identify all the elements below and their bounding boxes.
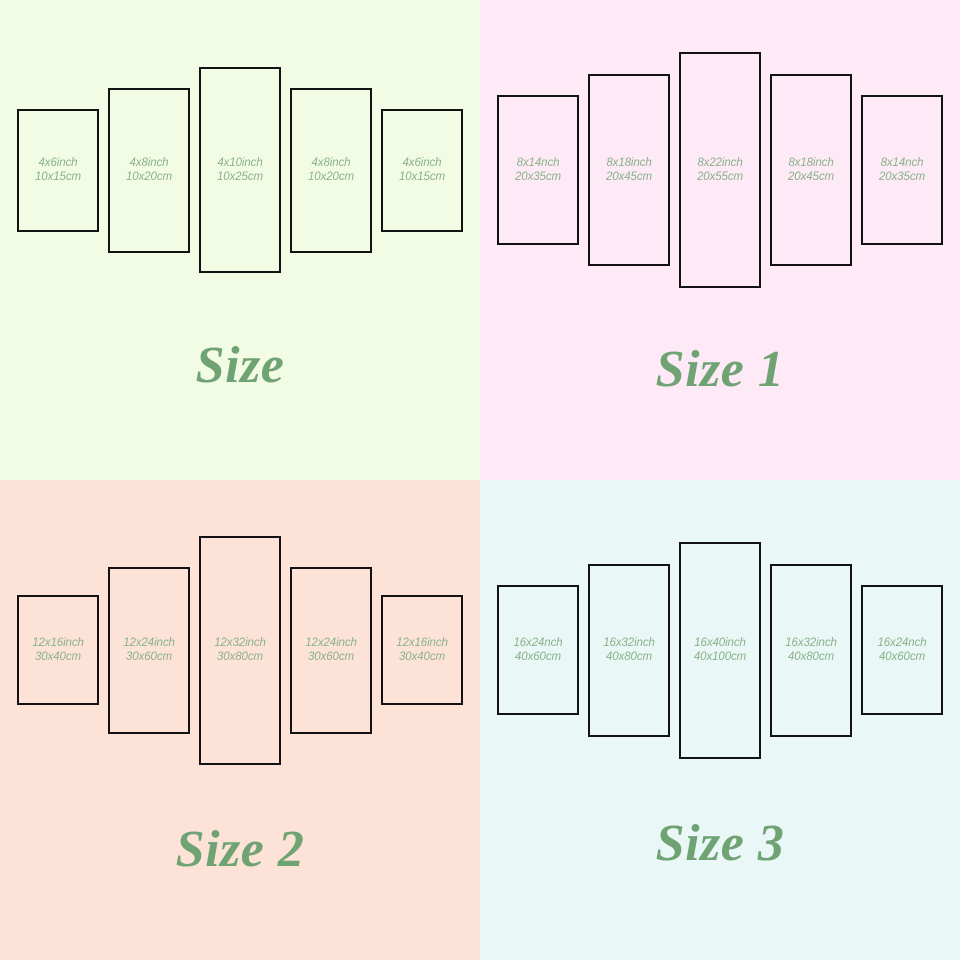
canvas-panel[interactable]: 4x10inch 10x25cm [199, 67, 281, 273]
canvas-panel[interactable]: 12x16inch 30x40cm [381, 595, 463, 705]
panel-size-cm: 30x40cm [399, 651, 445, 663]
panel-size-inch: 8x14nch [880, 156, 924, 169]
size-variant-0: 4x6inch 10x15cm 4x8inch 10x20cm 4x10inch 10x2… [0, 0, 480, 480]
panel-cluster: 4x6inch 10x15cm 4x8inch 10x20cm 4x10inch 10x2… [0, 0, 480, 340]
panel-size-inch: 12x16inch [32, 636, 84, 649]
canvas-panel[interactable]: 12x16inch 30x40cm [17, 595, 99, 705]
panel-size-inch: 16x24nch [513, 636, 563, 649]
panel-size-cm: 10x20cm [126, 171, 172, 183]
panel-size-inch: 4x10inch [217, 156, 263, 169]
panel-size-inch: 16x32inch [785, 636, 837, 649]
panel-size-inch: 12x16inch [396, 636, 448, 649]
panel-size-cm: 20x35cm [879, 171, 925, 183]
canvas-panel[interactable]: 12x32inch 30x80cm [199, 535, 281, 765]
panel-size-inch: 16x40inch [694, 636, 746, 649]
panel-cluster: 8x14nch 20x35cm 8x18inch 20x45cm 8x22inch 20x… [480, 0, 960, 340]
panel-size-inch: 8x18inch [606, 156, 652, 169]
panel-cluster: 12x16inch 30x40cm 12x24inch 30x60cm 12x32inc… [0, 480, 480, 820]
panel-size-inch: 16x32inch [603, 636, 655, 649]
panel-size-inch: 12x24inch [305, 636, 357, 649]
canvas-panel[interactable]: 4x6inch 10x15cm [17, 108, 99, 232]
canvas-panel[interactable]: 8x22inch 20x55cm [679, 52, 761, 288]
panel-size-cm: 20x55cm [697, 171, 743, 183]
panel-size-cm: 20x35cm [515, 171, 561, 183]
panel-size-cm: 30x40cm [35, 651, 81, 663]
panel-size-inch: 8x22inch [697, 156, 743, 169]
canvas-panel[interactable]: 16x24nch 40x60cm [497, 585, 579, 715]
panel-size-cm: 30x60cm [308, 651, 354, 663]
panel-size-cm: 40x100cm [693, 651, 747, 663]
panel-size-cm: 30x80cm [217, 651, 263, 663]
panel-size-cm: 40x80cm [606, 651, 652, 663]
size-variant-heading: Size 3 [655, 815, 785, 872]
size-variant-heading: Size 2 [175, 821, 305, 878]
panel-size-cm: 20x45cm [788, 171, 834, 183]
canvas-panel[interactable]: 16x24nch 40x60cm [861, 585, 943, 715]
panel-size-inch: 8x18inch [788, 156, 834, 169]
panel-size-inch: 16x24nch [877, 636, 927, 649]
panel-size-cm: 10x15cm [35, 171, 81, 183]
panel-size-cm: 30x60cm [126, 651, 172, 663]
panel-size-cm: 10x20cm [308, 171, 354, 183]
canvas-panel[interactable]: 8x14nch 20x35cm [497, 95, 579, 245]
canvas-panel[interactable]: 16x32inch 40x80cm [770, 563, 852, 737]
canvas-panel[interactable]: 4x6inch 10x15cm [381, 108, 463, 232]
panel-size-inch: 4x6inch [402, 156, 442, 169]
size-variant-heading: Size 1 [655, 341, 785, 398]
canvas-panel[interactable]: 4x8inch 10x20cm [290, 87, 372, 253]
panel-size-cm: 40x60cm [879, 651, 925, 663]
panel-size-inch: 12x24inch [123, 636, 175, 649]
canvas-panel[interactable]: 16x32inch 40x80cm [588, 563, 670, 737]
panel-size-cm: 40x80cm [788, 651, 834, 663]
panel-size-inch: 4x6inch [38, 156, 78, 169]
canvas-panel[interactable]: 4x8inch 10x20cm [108, 87, 190, 253]
size-variant-2: 12x16inch 30x40cm 12x24inch 30x60cm 12x32inc… [0, 480, 480, 960]
canvas-panel[interactable]: 12x24inch 30x60cm [290, 566, 372, 734]
canvas-panel[interactable]: 8x18inch 20x45cm [770, 74, 852, 266]
size-variant-heading: Size [195, 337, 285, 394]
size-variant-1: 8x14nch 20x35cm 8x18inch 20x45cm 8x22inch 20x… [480, 0, 960, 480]
canvas-panel[interactable]: 12x24inch 30x60cm [108, 566, 190, 734]
panel-size-inch: 4x8inch [129, 156, 169, 169]
panel-size-inch: 12x32inch [214, 636, 266, 649]
canvas-panel[interactable]: 8x18inch 20x45cm [588, 74, 670, 266]
size-variant-3: 16x24nch 40x60cm 16x32inch 40x80cm 16x40inch… [480, 480, 960, 960]
panel-size-cm: 10x25cm [217, 171, 263, 183]
panel-size-cm: 10x15cm [399, 171, 445, 183]
canvas-panel[interactable]: 16x40inch 40x100cm [679, 541, 761, 759]
panel-size-inch: 8x14nch [516, 156, 560, 169]
panel-size-inch: 4x8inch [311, 156, 351, 169]
panel-size-cm: 20x45cm [606, 171, 652, 183]
canvas-panel[interactable]: 8x14nch 20x35cm [861, 95, 943, 245]
panel-size-cm: 40x60cm [515, 651, 561, 663]
panel-cluster: 16x24nch 40x60cm 16x32inch 40x80cm 16x40inch… [480, 480, 960, 820]
